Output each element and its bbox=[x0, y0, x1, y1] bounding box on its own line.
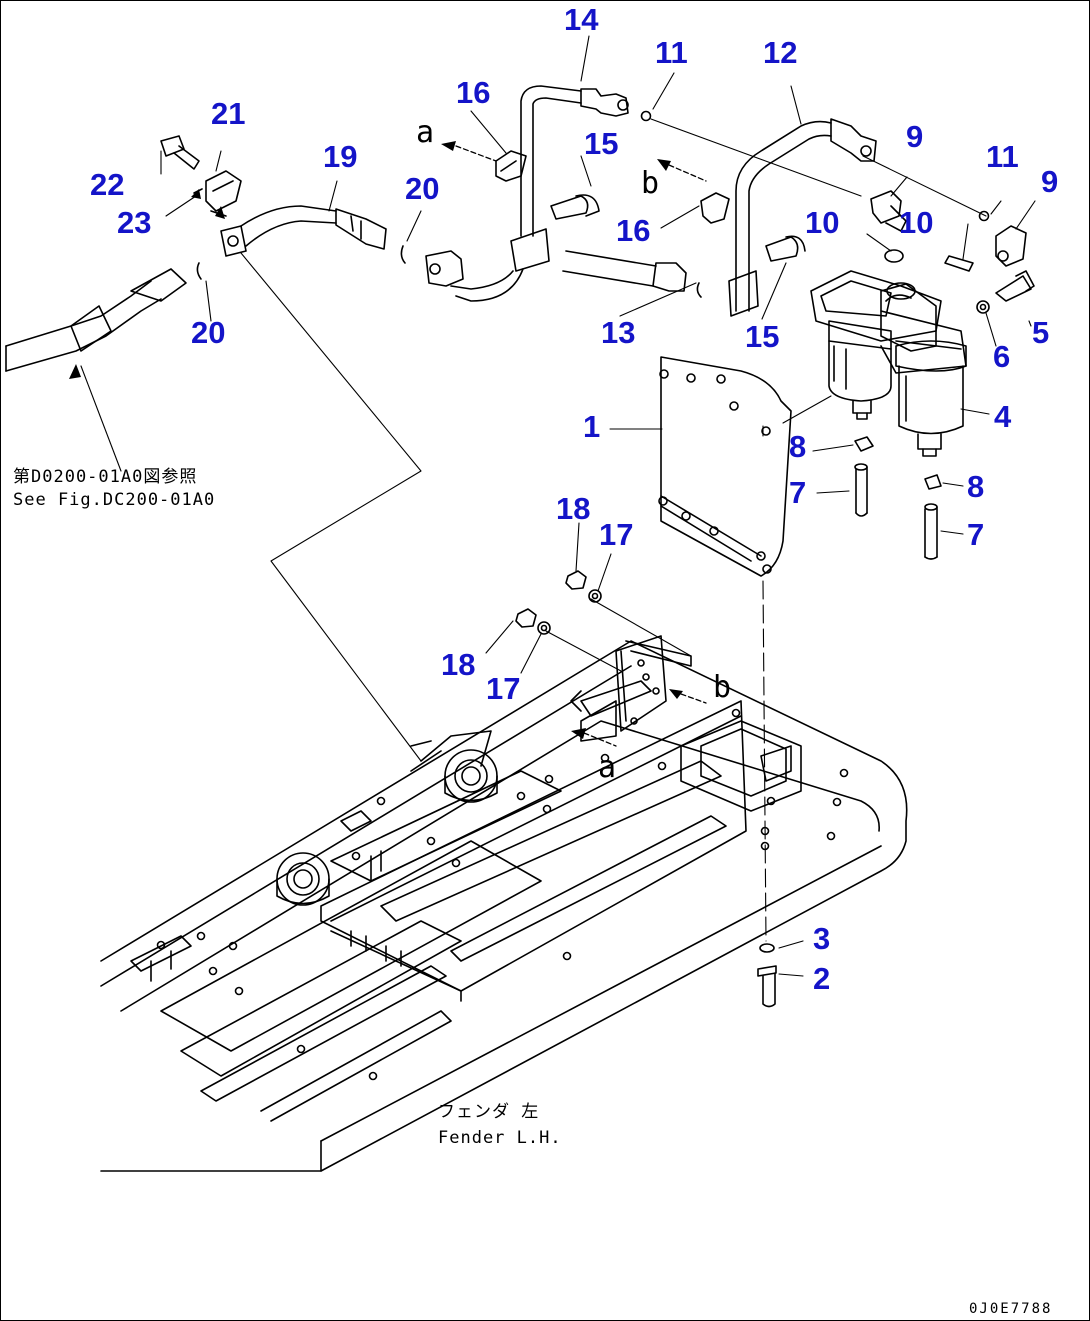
callout-5: 5 bbox=[1032, 315, 1050, 350]
callout-20b: 20 bbox=[191, 315, 226, 350]
direction-arrow-shafts bbox=[455, 145, 707, 747]
callout-15b: 15 bbox=[745, 319, 780, 354]
callout-9b: 9 bbox=[1041, 164, 1059, 199]
callout-6: 6 bbox=[993, 339, 1011, 374]
plate-1 bbox=[658, 356, 792, 577]
callout-21: 21 bbox=[211, 96, 246, 131]
mounting-bracket bbox=[570, 635, 692, 742]
arrow-label-a-upper: a bbox=[416, 115, 435, 150]
callout-17b: 17 bbox=[486, 671, 521, 706]
callout-3: 3 bbox=[813, 921, 831, 956]
callout-9a: 9 bbox=[906, 119, 924, 154]
callout-14: 14 bbox=[564, 2, 599, 37]
drawing-code: 0J0E7788 bbox=[969, 1301, 1053, 1317]
arrow-label-a-lower: a bbox=[598, 750, 617, 785]
callout-1: 1 bbox=[583, 409, 601, 444]
callout-23: 23 bbox=[117, 205, 152, 240]
arrow-label-b-upper: b bbox=[641, 166, 660, 201]
callout-18a: 18 bbox=[556, 491, 591, 526]
callout-18b: 18 bbox=[441, 647, 476, 682]
callout-8a: 8 bbox=[789, 429, 807, 464]
callout-19: 19 bbox=[323, 139, 358, 174]
callout-13: 13 bbox=[601, 315, 636, 350]
fuel-filter-assembly bbox=[810, 270, 967, 457]
callout-11b: 11 bbox=[986, 139, 1019, 174]
callout-7a: 7 bbox=[789, 475, 807, 510]
callout-7b: 7 bbox=[967, 517, 985, 552]
callout-17a: 17 bbox=[599, 517, 634, 552]
fender-lh bbox=[100, 640, 908, 1172]
direction-arrows bbox=[69, 141, 683, 739]
fuel-pipes bbox=[5, 85, 1035, 372]
hardware bbox=[515, 436, 942, 1008]
callout-15a: 15 bbox=[584, 126, 619, 161]
callout-22: 22 bbox=[90, 167, 125, 202]
reference-note-jp: 第D0200-01A0図参照 bbox=[13, 467, 198, 487]
callout-4: 4 bbox=[994, 399, 1012, 434]
callout-16a: 16 bbox=[456, 75, 491, 110]
callout-20a: 20 bbox=[405, 171, 440, 206]
callout-8b: 8 bbox=[967, 469, 985, 504]
fender-label-jp: フェンダ 左 bbox=[438, 1102, 540, 1122]
callout-16b: 16 bbox=[616, 213, 651, 248]
callout-10b: 10 bbox=[899, 205, 934, 240]
callout-11a: 11 bbox=[655, 35, 688, 70]
fender-label-en: Fender L.H. bbox=[438, 1128, 562, 1148]
callout-12: 12 bbox=[763, 35, 798, 70]
callout-2: 2 bbox=[813, 961, 831, 996]
callout-10a: 10 bbox=[805, 205, 840, 240]
leader-lines bbox=[80, 35, 1036, 977]
reference-note-en: See Fig.DC200-01A0 bbox=[13, 490, 216, 510]
arrow-label-b-lower: b bbox=[713, 670, 732, 705]
